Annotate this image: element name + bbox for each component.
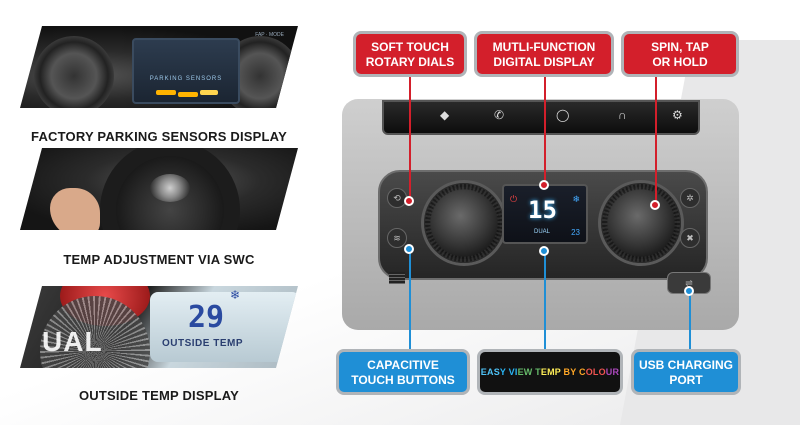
callout-dot (404, 244, 414, 254)
rainbow-letter: Y (570, 367, 577, 377)
display-temp: 15 (528, 196, 557, 224)
callout-rotary-dials: SOFT TOUCH ROTARY DIALS (353, 31, 467, 77)
parking-screen: PARKING SENSORS (132, 38, 240, 104)
usb-icon: ⇌ (685, 278, 693, 288)
rainbow-letter: P (554, 367, 561, 377)
sensor-bar (178, 92, 198, 97)
rainbow-letter: O (598, 367, 606, 377)
sensor-vent (389, 272, 405, 284)
callout-line1: USB CHARGING (638, 358, 733, 372)
callout-temp-colour: EASY VIEW TEMP BY COLOUR (477, 349, 623, 395)
left-temp-dial[interactable] (424, 183, 504, 263)
rainbow-letter: E (517, 367, 524, 377)
caption-outside-temp: OUTSIDE TEMP DISPLAY (78, 388, 240, 403)
ac-button[interactable]: ✖ (680, 228, 700, 248)
callout-line2: OR HOLD (652, 55, 708, 69)
callout-line2: PORT (669, 373, 703, 387)
rainbow-letter: A (487, 367, 494, 377)
snowflake-icon: ❄ (230, 288, 241, 302)
outside-temp-label: OUTSIDE TEMP (162, 338, 244, 349)
rainbow-letter: T (535, 367, 541, 377)
rainbow-letter: S (493, 367, 500, 377)
rainbow-letter: E (540, 367, 548, 377)
callout-line2: DIGITAL DISPLAY (493, 55, 595, 69)
callout-dot (539, 180, 549, 190)
steering-wheel-photo (20, 148, 298, 230)
settings-icon[interactable]: ⚙ (672, 108, 683, 122)
rainbow-letter: M (547, 367, 555, 377)
callout-usb-port: USB CHARGING PORT (631, 349, 741, 395)
display-dual: DUAL (534, 229, 551, 235)
sensor-bar (200, 90, 218, 95)
callout-line2: ROTARY DIALS (365, 55, 455, 69)
callout-line1: CAPACITIVE (367, 358, 439, 372)
home-icon[interactable]: ◯ (556, 108, 570, 122)
left-gauge (34, 36, 114, 108)
rainbow-letter: U (605, 367, 613, 377)
rainbow-letter: L (592, 367, 599, 377)
navigation-icon[interactable]: ◆ (440, 108, 450, 122)
callout-line (544, 77, 546, 185)
callout-digital-display: MUTLI-FUNCTION DIGITAL DISPLAY (474, 31, 614, 77)
fan-button[interactable]: ✲ (680, 188, 700, 208)
callout-line1: SOFT TOUCH (371, 40, 449, 54)
outside-temp-value: 29 (188, 300, 225, 335)
callout-line2: TOUCH BUTTONS (351, 373, 455, 387)
callout-touch-buttons: CAPACITIVE TOUCH BUTTONS (336, 349, 470, 395)
display-temp-right: 23 (571, 228, 580, 237)
rainbow-letter: W (523, 367, 533, 377)
callout-dot (684, 286, 694, 296)
callout-line (544, 252, 546, 349)
parking-sensors-photo: PARKING SENSORS FAP · MODE (20, 26, 298, 108)
rainbow-letter: I (514, 367, 518, 377)
callout-line1: MUTLI-FUNCTION (492, 40, 596, 54)
phone-icon[interactable]: ✆ (494, 108, 505, 122)
rainbow-letter: B (563, 367, 571, 377)
callout-line (689, 290, 691, 349)
screen-header: FAP · MODE (255, 32, 284, 38)
sensor-bar (156, 90, 176, 95)
dual-text: UAL (42, 326, 103, 357)
rainbow-letter: O (585, 367, 593, 377)
rainbow-letter: R (612, 367, 620, 377)
lcd-panel (150, 292, 298, 362)
snowflake-icon: ❄ (572, 194, 580, 204)
rainbow-letter: C (578, 367, 586, 377)
outside-temp-photo: UAL ❄ 29 OUTSIDE TEMP (20, 286, 298, 368)
hand (50, 188, 100, 230)
callout-spin-tap: SPIN, TAP OR HOLD (621, 31, 739, 77)
wheel-logo-icon (150, 174, 190, 202)
climate-display: ⏻ ❄ 15 DUAL 23 (502, 184, 588, 244)
rainbow-letter: Y (499, 367, 506, 377)
head-unit-screen (382, 100, 700, 135)
callout-line (655, 77, 657, 201)
rainbow-letter: E (480, 367, 487, 377)
rainbow-text: EASY VIEW TEMP BY COLOUR (481, 367, 619, 377)
heat-icon: ⏻ (510, 194, 518, 204)
caption-parking: FACTORY PARKING SENSORS DISPLAY (31, 129, 287, 144)
callout-line (409, 77, 411, 201)
callout-dot (404, 196, 414, 206)
headphones-icon[interactable]: ∩ (618, 108, 627, 122)
callout-line (409, 246, 411, 349)
defrost-button[interactable]: ≋ (387, 228, 407, 248)
callout-line1: SPIN, TAP (651, 40, 709, 54)
rainbow-letter: V (508, 367, 515, 377)
parking-screen-text: PARKING SENSORS (149, 76, 223, 82)
right-temp-dial[interactable] (601, 183, 681, 263)
callout-dot (650, 200, 660, 210)
callout-dot (539, 246, 549, 256)
caption-swc: TEMP ADJUSTMENT VIA SWC (63, 252, 255, 267)
